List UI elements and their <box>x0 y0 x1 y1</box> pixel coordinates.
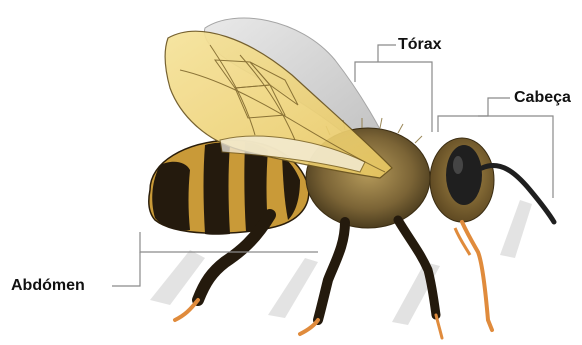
head <box>430 138 554 330</box>
label-thorax: Tórax <box>398 36 442 54</box>
head-leader <box>478 98 510 116</box>
abdomen-bracket <box>140 232 318 252</box>
thorax-leader <box>378 45 396 62</box>
middle-leg <box>318 222 345 320</box>
mouthparts <box>462 222 492 330</box>
label-head: Cabeça <box>514 89 571 107</box>
compound-eye <box>446 145 482 205</box>
abdomen-leader <box>112 252 140 286</box>
label-abdomen: Abdómen <box>11 277 85 295</box>
